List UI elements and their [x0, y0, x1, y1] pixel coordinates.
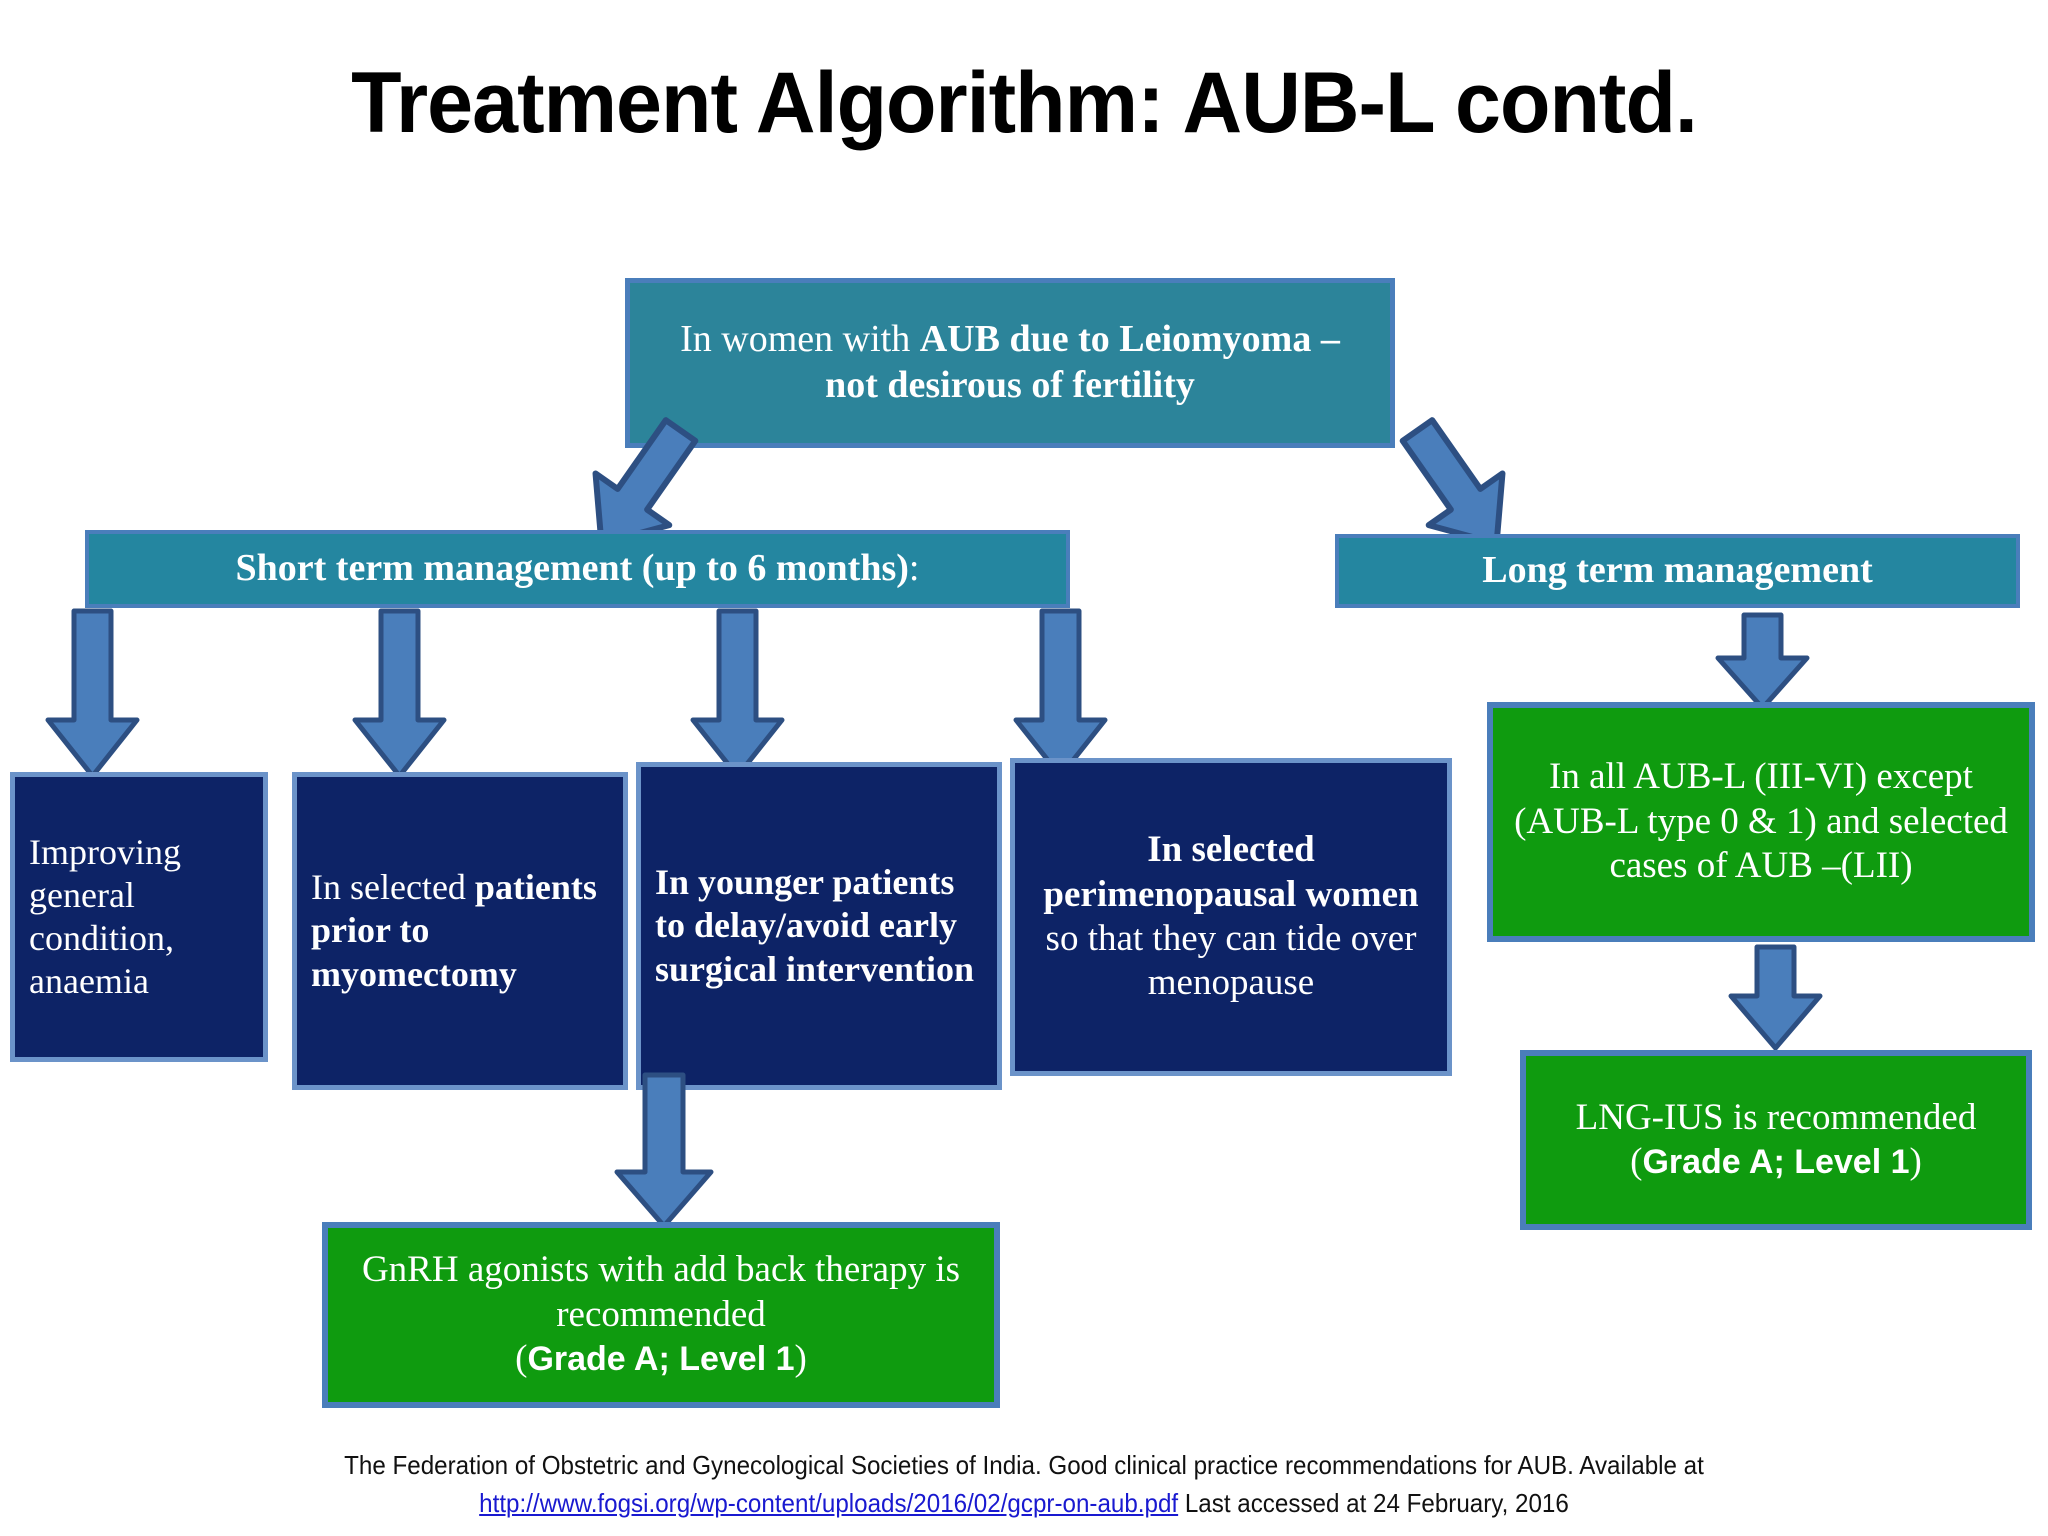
arrow-to-all-aub-l-box [1715, 612, 1810, 712]
arrow-to-lng-ius-box [1728, 944, 1823, 1052]
arrow-to-perimenopausal-women [1013, 608, 1108, 780]
arrow-to-patients-prior-to-myomectomy [352, 608, 447, 780]
citation-link[interactable]: http://www.fogsi.org/wp-content/uploads/… [479, 1487, 1179, 1518]
navy-4-text-regular: so that they can tide over menopause [1045, 918, 1417, 1004]
lng-ius-grade: Grade A; Level 1 [1642, 1143, 1910, 1181]
gnrh-grade-close: ) [794, 1338, 807, 1380]
short-term-colon: : [908, 547, 920, 590]
arrow-to-improving-general-condition [45, 608, 140, 780]
citation-line-2: http://www.fogsi.org/wp-content/uploads/… [72, 1485, 1977, 1523]
long-term-item-all-aub-l: In all AUB-L (III-VI) except (AUB-L type… [1487, 702, 2035, 942]
arrow-root-to-long-term [1382, 412, 1532, 562]
recommendation-gnrh-agonists: GnRH agonists with add back therapy is r… [322, 1222, 1000, 1408]
long-term-management-box: Long term management [1335, 534, 2020, 608]
page-title: Treatment Algorithm: AUB-L contd. [351, 55, 1698, 151]
root-text-regular: In women with [680, 318, 920, 361]
lng-ius-text: LNG-IUS is recommended [1575, 1096, 1977, 1138]
short-term-management-box: Short term management (up to 6 months): [85, 530, 1070, 608]
short-term-item-patients-prior-to-myomectomy: In selected patients prior to myomectomy [292, 772, 628, 1090]
short-term-item-perimenopausal-women: In selected perimenopausal women so that… [1010, 758, 1452, 1076]
lng-ius-grade-close: ) [1909, 1141, 1922, 1182]
gnrh-grade-open: ( [515, 1338, 528, 1380]
gnrh-text: GnRH agonists with add back therapy is r… [361, 1249, 961, 1335]
short-term-item-improving-general-condition: Improving general condition, anaemia [10, 772, 268, 1062]
recommendation-lng-ius: LNG-IUS is recommended (Grade A; Level 1… [1520, 1050, 2032, 1230]
short-term-item-younger-patients: In younger patients to delay/avoid early… [636, 762, 1002, 1090]
navy-4-text-bold: In selected perimenopausal women [1043, 829, 1419, 915]
arrow-to-gnrh-box [614, 1072, 714, 1230]
citation-line-1: The Federation of Obstetric and Gynecolo… [344, 1450, 1704, 1480]
short-term-label: Short term management (up to 6 months) [235, 547, 909, 590]
navy-1-text: Improving general condition, anaemia [29, 831, 181, 1002]
navy-2-text-bold: patients prior to myomectomy [311, 867, 597, 994]
root-condition-box: In women with AUB due to Leiomyoma – not… [625, 278, 1395, 448]
arrow-to-younger-patients [690, 608, 785, 780]
citation-footer: The Federation of Obstetric and Gynecolo… [0, 1447, 2048, 1522]
gnrh-grade: Grade A; Level 1 [527, 1340, 795, 1379]
citation-access-date: Last accessed at 24 February, 2016 [1178, 1487, 1569, 1518]
navy-2-text-regular: In selected [311, 867, 475, 908]
green-1-text: In all AUB-L (III-VI) except (AUB-L type… [1514, 756, 2008, 887]
navy-3-text-bold: In younger patients to delay/avoid early… [655, 862, 974, 989]
long-term-label: Long term management [1482, 549, 1873, 592]
root-text-bold: AUB due to Leiomyoma – not desirous of f… [825, 318, 1340, 406]
lng-ius-grade-open: ( [1630, 1141, 1643, 1182]
